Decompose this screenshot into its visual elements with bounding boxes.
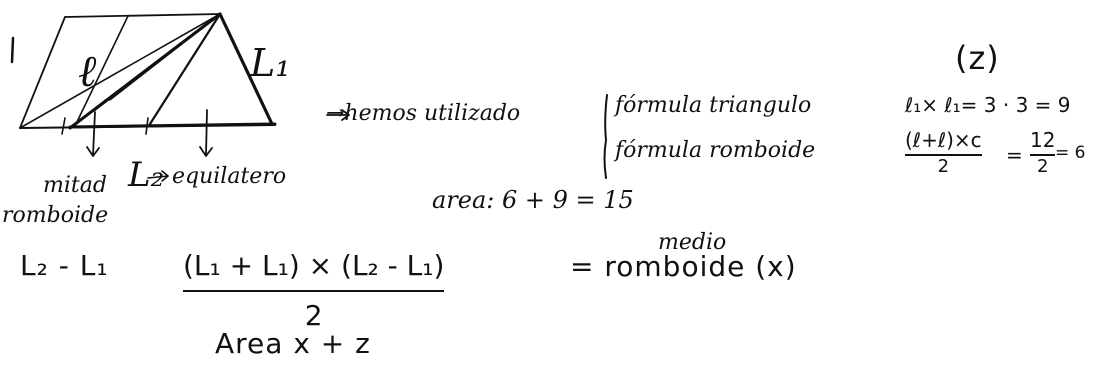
bottom-left-expr: L₂ - L₁ bbox=[20, 249, 109, 282]
bottom-fraction-bar bbox=[183, 290, 445, 292]
label-l: ℓ bbox=[78, 46, 97, 97]
formula-bracket bbox=[603, 94, 608, 179]
formula-triangulo-expr: ℓ₁× ℓ₁= 3 · 3 = 9 bbox=[905, 93, 1071, 117]
bottom-eq-label: = romboide (x) bbox=[570, 250, 797, 283]
bottom-fraction-den: 2 bbox=[304, 299, 323, 332]
diagonal-4 bbox=[109, 29, 201, 101]
area-sum-line: area: 6 + 9 = 15 bbox=[432, 186, 634, 214]
triangle-right-side bbox=[218, 12, 274, 126]
bottom-area-line: Area x + z bbox=[215, 327, 371, 360]
tag-z: (z) bbox=[955, 39, 1000, 77]
l2-arrow-line bbox=[147, 175, 169, 179]
note-hemos-utilizado: →hemos utilizado bbox=[326, 101, 521, 126]
romboide-fraction-num: (ℓ+ℓ)×c bbox=[905, 128, 982, 152]
triangle-left-side bbox=[148, 12, 222, 126]
romboide-fraction: (ℓ+ℓ)×c 2 bbox=[905, 130, 982, 176]
romboide-fraction-bar bbox=[905, 154, 982, 156]
note-romboide: romboide bbox=[2, 203, 109, 228]
tick-mark bbox=[10, 36, 15, 64]
base-line-bold bbox=[68, 122, 277, 129]
down-arrow-2-head bbox=[199, 146, 213, 157]
romboide-equals: = bbox=[1006, 143, 1023, 167]
romboide-left-edge bbox=[19, 16, 66, 129]
formula-romboide-label: fórmula romboide bbox=[615, 138, 816, 163]
label-L2: L₂ bbox=[128, 155, 165, 195]
diagonal-1 bbox=[19, 13, 221, 129]
base-mark-2 bbox=[145, 117, 149, 135]
down-arrow-2 bbox=[205, 109, 208, 156]
note-equilatero: equilatero bbox=[172, 164, 287, 189]
bottom-fraction-num: (L₁ + L₁) × (L₂ - L₁) bbox=[183, 249, 445, 282]
romboide-value-bar bbox=[1030, 154, 1056, 156]
romboide-result: = 6 bbox=[1055, 143, 1086, 163]
romboide-top-edge bbox=[64, 13, 221, 18]
label-L1: L₁ bbox=[250, 41, 291, 85]
bottom-medio: medio bbox=[658, 230, 727, 255]
l2-arrow-head bbox=[161, 170, 169, 182]
note-mitad: mitad bbox=[43, 173, 107, 198]
romboide-inner-edge bbox=[74, 15, 129, 127]
bottom-fraction: (L₁ + L₁) × (L₂ - L₁) 2 bbox=[183, 249, 445, 332]
romboide-fraction-den: 2 bbox=[937, 156, 950, 177]
romboide-value-den: 2 bbox=[1037, 156, 1049, 177]
base-mark-1 bbox=[61, 117, 66, 135]
romboide-value-num: 12 bbox=[1030, 128, 1056, 152]
romboide-value-fraction: 12 2 bbox=[1030, 128, 1056, 177]
down-arrow-1 bbox=[92, 111, 96, 156]
right-arrow-head bbox=[341, 109, 350, 121]
formula-triangulo-label: fórmula triangulo bbox=[615, 93, 812, 118]
down-arrow-1-head bbox=[86, 146, 100, 157]
